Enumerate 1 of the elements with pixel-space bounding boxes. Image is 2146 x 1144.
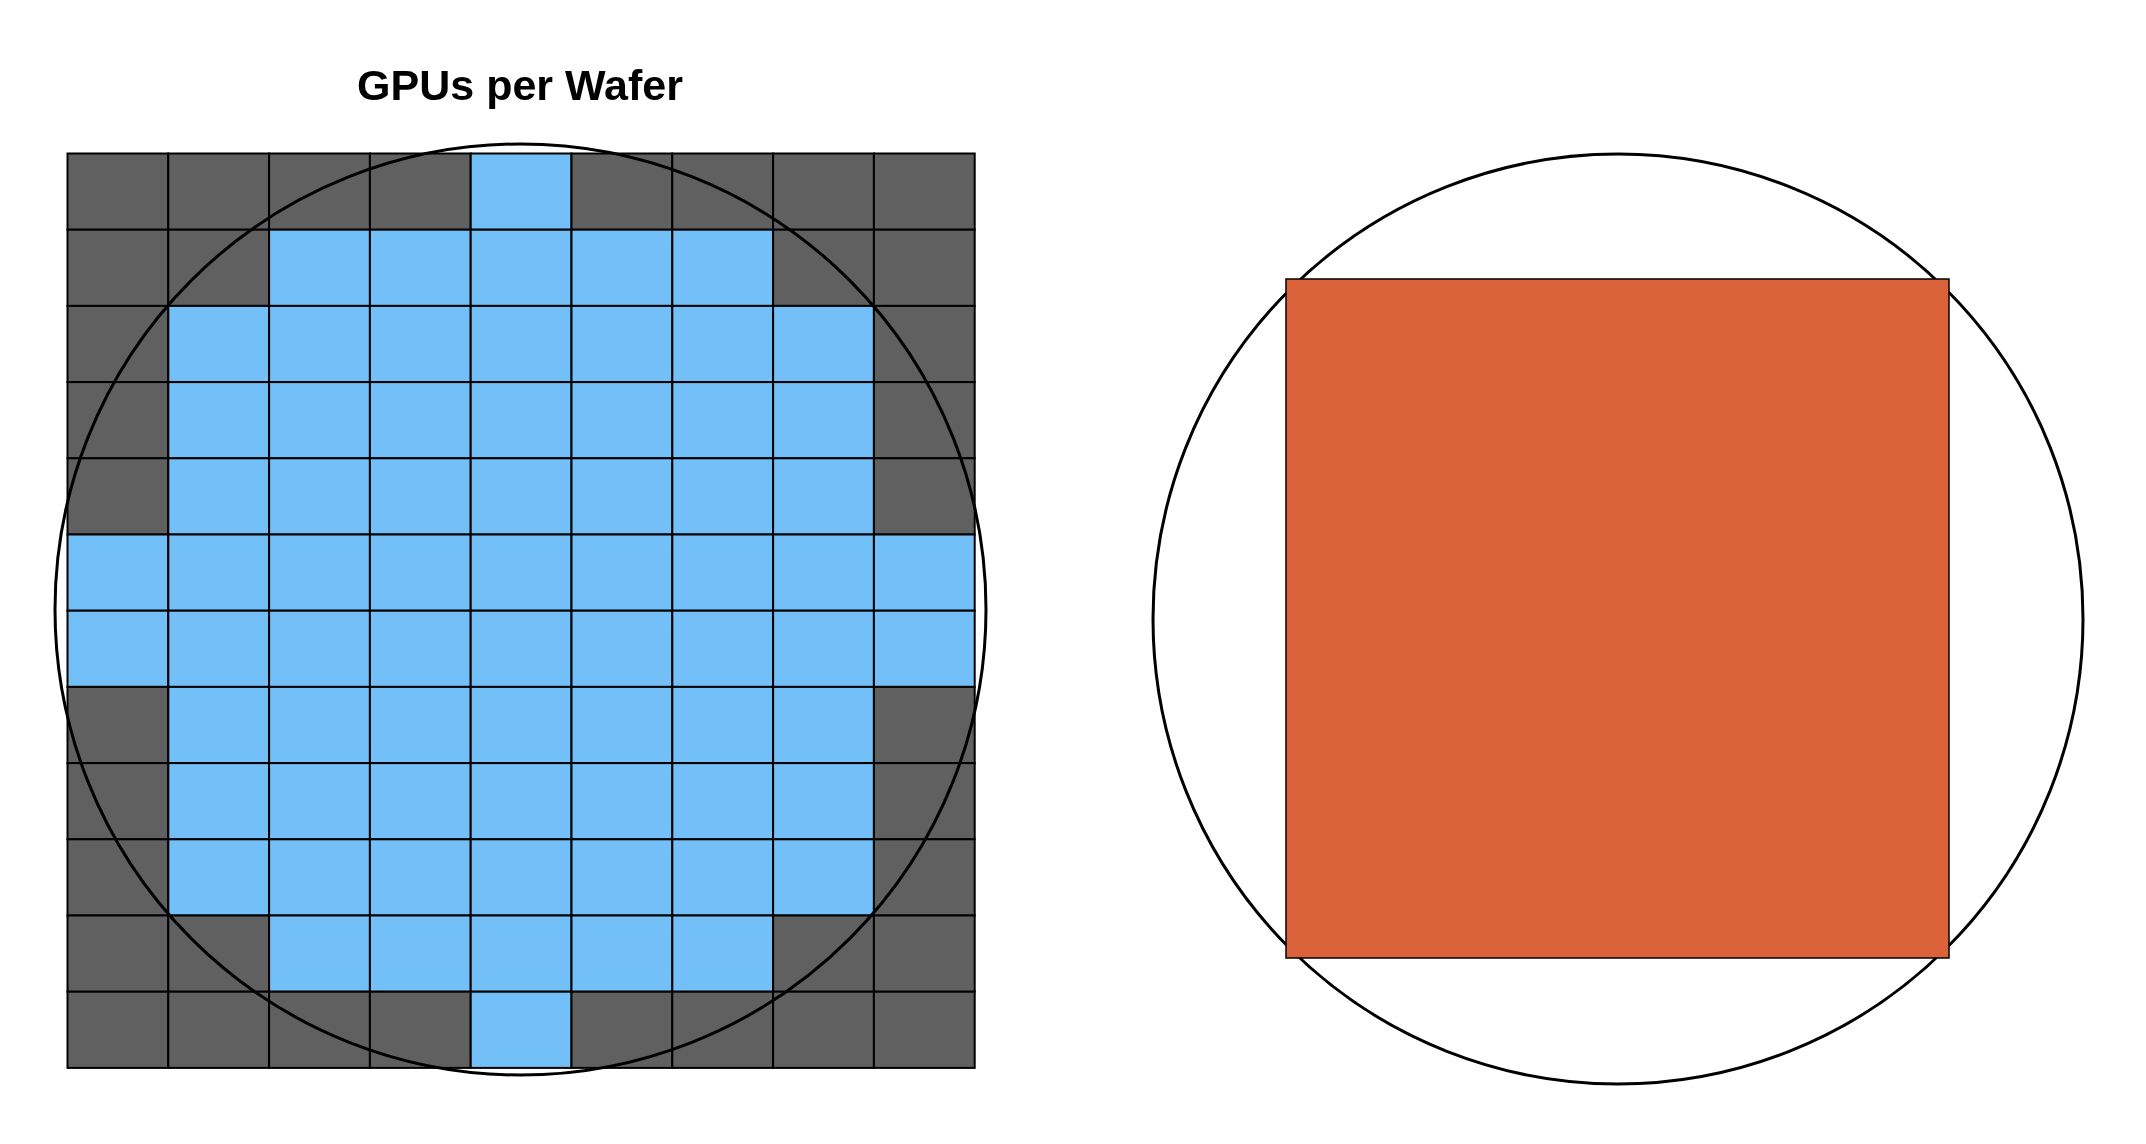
panel-heading: GPUs per Wafer [357, 60, 683, 110]
